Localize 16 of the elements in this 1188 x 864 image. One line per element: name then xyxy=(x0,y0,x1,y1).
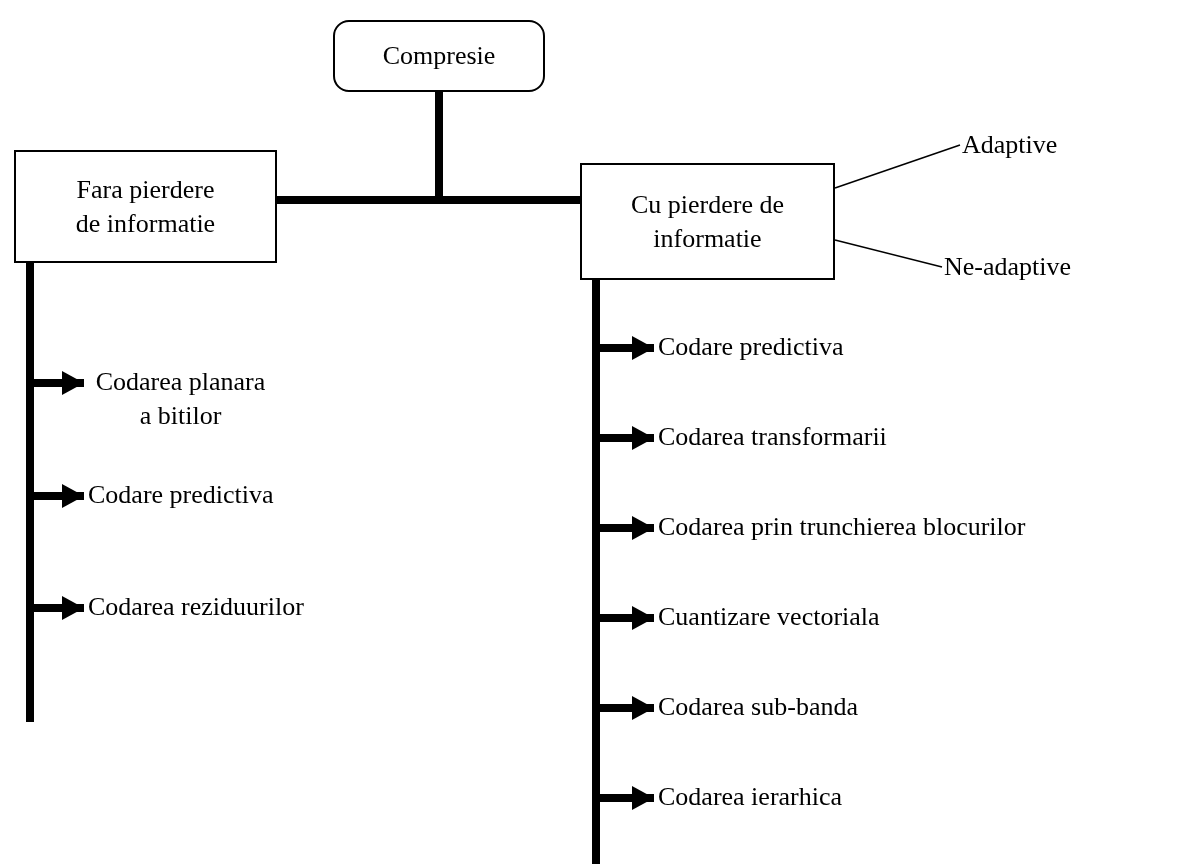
branch-label: Adaptive xyxy=(962,128,1112,162)
method-label: Cuantizare vectoriala xyxy=(658,600,998,634)
method-label: Codarea reziduurilor xyxy=(88,590,408,624)
connector-line xyxy=(834,144,961,189)
method-label: Codarea prin trunchierea blocurilor xyxy=(658,510,1183,544)
method-label: Codarea transformarii xyxy=(658,420,998,454)
method-label: Codare predictiva xyxy=(658,330,958,364)
connector-line xyxy=(834,239,943,268)
method-label: Codarea ierarhica xyxy=(658,780,998,814)
method-label: Codarea planara a bitilor xyxy=(88,365,273,445)
root-box: Compresie xyxy=(333,20,545,92)
method-label: Codare predictiva xyxy=(88,478,388,512)
category-box: Cu pierdere de informatie xyxy=(580,163,835,280)
category-box: Fara pierdere de informatie xyxy=(14,150,277,263)
method-label: Codarea sub-banda xyxy=(658,690,998,724)
branch-label: Ne-adaptive xyxy=(944,250,1134,284)
